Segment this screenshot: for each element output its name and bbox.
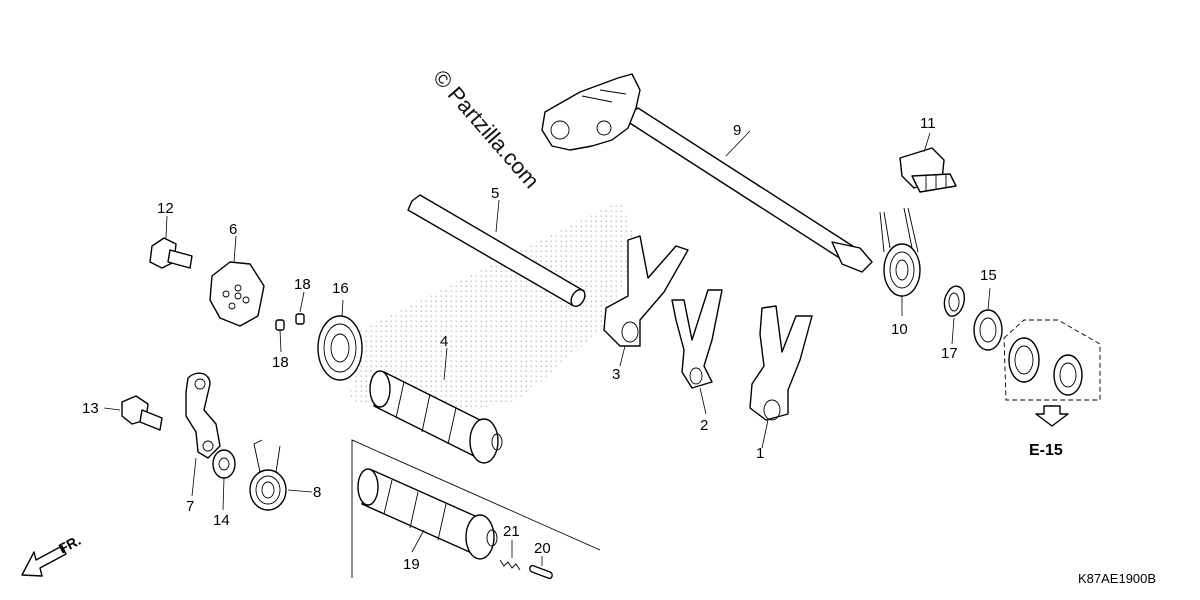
part-1-shift-fork[interactable] [749, 305, 813, 421]
part-14-collar[interactable] [212, 449, 236, 479]
part-4-shift-drum[interactable] [369, 370, 503, 464]
part-10-return-spring[interactable] [879, 207, 921, 297]
part-18-dowel-pin-b[interactable] [275, 319, 285, 331]
leader-lines [103, 130, 991, 566]
part-15-washer[interactable] [973, 309, 1003, 351]
part-6-shift-drum-plate[interactable] [209, 261, 265, 327]
part-9-shift-shaft[interactable] [541, 73, 873, 273]
callout-9[interactable]: 9 [733, 122, 741, 139]
part-12-bolt[interactable] [149, 237, 193, 269]
callout-15[interactable]: 15 [980, 267, 997, 284]
part-2-shift-fork[interactable] [671, 289, 723, 389]
callout-20[interactable]: 20 [534, 540, 551, 557]
callout-12[interactable]: 12 [157, 200, 174, 217]
part-13-bolt[interactable] [121, 395, 163, 431]
callout-4[interactable]: 4 [440, 333, 448, 350]
part-7-stopper-arm[interactable] [185, 372, 221, 459]
callout-18-lower[interactable]: 18 [272, 354, 289, 371]
callout-21[interactable]: 21 [503, 523, 520, 540]
callout-10[interactable]: 10 [891, 321, 908, 338]
part-18-dowel-pin-a[interactable] [295, 313, 305, 325]
callout-14[interactable]: 14 [213, 512, 230, 529]
callout-2[interactable]: 2 [700, 417, 708, 434]
callout-1[interactable]: 1 [756, 445, 764, 462]
part-19-inset-frame [351, 439, 601, 578]
e15-bearing-group[interactable] [1003, 319, 1101, 401]
callout-18-upper[interactable]: 18 [294, 276, 311, 293]
diagram-code: K87AE1900B [1078, 571, 1156, 586]
part-17-circlip[interactable] [943, 285, 965, 317]
callout-17[interactable]: 17 [941, 345, 958, 362]
part-21-spring[interactable] [499, 559, 521, 571]
callout-6[interactable]: 6 [229, 221, 237, 238]
callout-16[interactable]: 16 [332, 280, 349, 297]
part-8-stopper-spring[interactable] [249, 439, 287, 511]
part-16-bearing[interactable] [317, 315, 363, 381]
stipple-shading [350, 200, 640, 420]
callout-5[interactable]: 5 [491, 185, 499, 202]
front-direction-arrow-icon [21, 545, 67, 577]
part-11-bolt[interactable] [899, 147, 957, 193]
callout-8[interactable]: 8 [313, 484, 321, 501]
e15-reference-label[interactable]: E-15 [1029, 442, 1063, 459]
callout-3[interactable]: 3 [612, 366, 620, 383]
e15-arrow-icon [1035, 405, 1069, 427]
callouts: 1 2 3 4 5 6 7 8 9 10 11 12 13 14 15 16 1… [82, 115, 997, 573]
part-19-shift-drum[interactable] [357, 468, 498, 560]
part-20-pin[interactable] [529, 564, 553, 580]
part-3-shift-fork[interactable] [603, 235, 689, 347]
part-5-fork-shaft[interactable] [407, 194, 588, 309]
callout-13[interactable]: 13 [82, 400, 99, 417]
callout-19[interactable]: 19 [403, 556, 420, 573]
callout-11[interactable]: 11 [920, 115, 936, 132]
watermark-text: © Partzilla.com [428, 65, 544, 193]
callout-7[interactable]: 7 [186, 498, 194, 515]
